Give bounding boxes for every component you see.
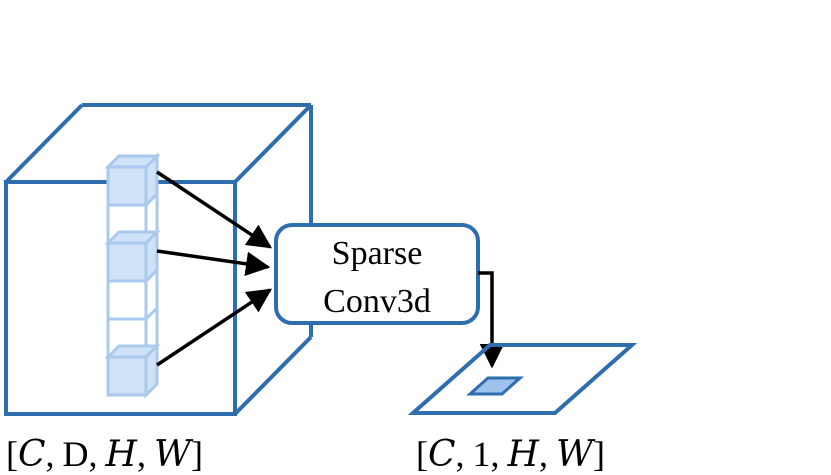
- output-arrow: [478, 271, 505, 369]
- active-voxel-3: [104, 342, 161, 399]
- arrow-voxel-1: [156, 170, 273, 249]
- voxel-column: [104, 152, 161, 399]
- input-shape-label: [C,D,H,W]: [6, 434, 203, 475]
- output-shape-label: [C,1,H,W]: [416, 434, 605, 475]
- output-cell: [466, 376, 524, 396]
- active-voxel-2: [104, 228, 161, 285]
- volume-top-right-edge: [233, 103, 313, 184]
- output-plane: [407, 343, 638, 415]
- output-plane-outline: [407, 343, 638, 415]
- sparse-conv3d-label-line2: Conv3d: [323, 283, 431, 320]
- arrow-voxel-2: [156, 249, 271, 276]
- sparse-conv3d-label-line1: Sparse: [332, 235, 423, 272]
- sparse-conv3d-block: Sparse Conv3d: [274, 223, 480, 325]
- volume-top-left-edge: [4, 103, 84, 184]
- arrow-voxel-3: [156, 288, 273, 367]
- input-arrows: [156, 170, 273, 367]
- active-voxel-1: [104, 152, 161, 209]
- volume-bottom-right-edge: [233, 335, 313, 416]
